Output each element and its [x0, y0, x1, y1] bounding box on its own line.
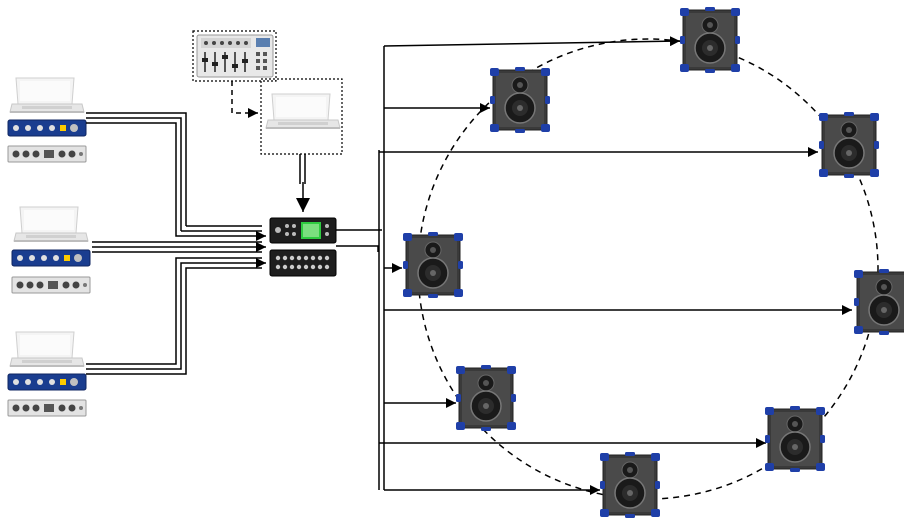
mixer-io-rack-icon	[269, 249, 337, 277]
laptop-to-mixer-double-arrow	[296, 154, 310, 212]
source-stack-2	[11, 206, 91, 294]
loudspeaker-icon	[818, 111, 880, 179]
source-3-to-mixer-cable	[86, 257, 266, 375]
midi-controller-group	[192, 30, 277, 82]
controller-dotted-box	[192, 30, 277, 82]
control-laptop-group	[260, 78, 343, 155]
laptop-icon	[9, 331, 85, 368]
laptop-icon	[13, 206, 89, 243]
controller-to-laptop-dashed-arrow	[231, 81, 258, 118]
rack-io-unit-icon	[7, 145, 87, 163]
mixer-output-bus	[336, 46, 385, 490]
loudspeaker-icon	[599, 451, 661, 519]
laptop-dotted-box	[260, 78, 343, 155]
laptop-icon	[265, 93, 341, 130]
audio-interface-icon	[11, 249, 91, 267]
audio-interface-icon	[7, 373, 87, 391]
loudspeaker-icon	[679, 6, 741, 74]
source-1-to-mixer-cable	[86, 112, 266, 241]
source-stack-3	[7, 331, 87, 417]
midi-fader-controller-icon	[196, 34, 274, 78]
loudspeaker-icon	[853, 268, 904, 336]
loudspeaker-icon	[489, 66, 551, 134]
loudspeaker-icon	[402, 231, 464, 299]
audio-interface-icon	[7, 119, 87, 137]
source-2-to-mixer-cable	[92, 241, 266, 253]
source-stack-1	[7, 77, 87, 163]
loudspeaker-icon	[764, 405, 826, 473]
rack-io-unit-icon	[7, 399, 87, 417]
rack-io-unit-icon	[11, 276, 91, 294]
speaker-ring-dashed	[417, 38, 879, 500]
loudspeaker-icon	[455, 364, 517, 432]
speaker-feed-arrows	[379, 36, 852, 495]
feed-arrow-speaker-top	[383, 36, 681, 47]
digital-mixer-unit-icon	[269, 217, 337, 244]
laptop-icon	[9, 77, 85, 114]
